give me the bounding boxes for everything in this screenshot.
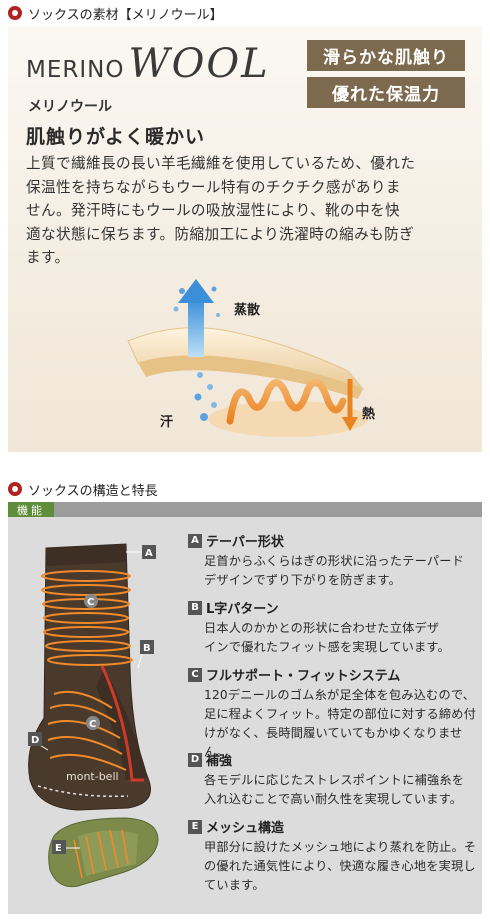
description-line: せん。発汗時にもウールの吸放湿性により、靴の中を快	[26, 202, 400, 219]
feature-title: フルサポート・フィットシステム	[206, 669, 401, 684]
feature-reinforcement: D 補強 各モデルに応じたストレスポイントに補強糸を 入れ込むことで高い耐久性を…	[188, 751, 480, 809]
feature-title: テーパー形状	[206, 535, 284, 550]
feature-letter-icon: C	[188, 667, 202, 682]
feature-l-pattern: B L字パターン 日本人のかかとの形状に合わせた立体デザ インで優れたフィット感…	[188, 599, 480, 657]
feature-description: 日本人のかかとの形状に合わせた立体デザ インで優れたフィット感を実現しています。	[204, 621, 450, 654]
feature-title: メッシュ構造	[206, 821, 285, 836]
sock-structure-panel: 機能 mont-bell	[8, 502, 482, 914]
section-title: ソックスの構造と特長	[28, 483, 158, 499]
feature-taper: A テーパー形状 足首からふくらはぎの形状に沿ったテーパード デザインでずり下が…	[188, 532, 480, 590]
feature-title: 補強	[206, 754, 233, 769]
sock-brand-text: mont-bell	[66, 770, 119, 783]
feature-title: L字パターン	[206, 602, 279, 617]
merino-wool-logo: MERINO WOOL	[26, 41, 270, 87]
sock-label-e: E	[55, 843, 62, 854]
fabric-illustration	[127, 279, 368, 437]
sock-label-c-lower: C	[89, 719, 96, 730]
feature-letter-icon: D	[188, 752, 202, 767]
catch-copy: 肌触りがよく暖かい	[26, 126, 206, 148]
material-description: 上質で繊維長の長い羊毛繊維を使用しているため、優れた 保温性を持ちながらもウール…	[26, 152, 466, 270]
sock-label-d: D	[31, 735, 39, 746]
material-name: メリノウール	[28, 99, 112, 115]
feature-description: 甲部分に設けたメッシュ地により蒸れを防止。そ の優れた通気性により、快適な履き心…	[204, 840, 477, 892]
moisture-heat-diagram: 蒸散 熱 汗	[118, 271, 378, 441]
label-sweat: 汗	[160, 415, 174, 430]
function-tag: 機能	[8, 502, 54, 517]
bullet-circle-icon	[8, 482, 22, 496]
logo-merino-text: MERINO	[26, 57, 125, 83]
feature-letter-icon: E	[188, 819, 202, 834]
sock-label-a: A	[145, 548, 153, 559]
feature-description: 足首からふくらはぎの形状に沿ったテーパード デザインでずり下がりを防ぎます。	[204, 554, 465, 587]
description-line: ます。	[26, 249, 70, 266]
feature-description: 120デニールのゴム糸が足全体を包み込むので、 足に程よくフィット。特定の部位に…	[204, 688, 477, 759]
label-evaporation: 蒸散	[234, 303, 261, 318]
feature-full-support: C フルサポート・フィットシステム 120デニールのゴム糸が足全体を包み込むので…	[188, 666, 480, 762]
function-bar	[8, 502, 482, 517]
feature-description: 各モデルに応じたストレスポイントに補強糸を 入れ込むことで高い耐久性を実現してい…	[204, 773, 465, 806]
label-heat: 熱	[362, 407, 376, 422]
description-line: 適な状態に保ちます。防縮加工により洗濯時の縮みも防ぎ	[26, 225, 415, 243]
description-line: 上質で繊維長の長い羊毛繊維を使用しているため、優れた	[26, 155, 416, 172]
feature-mesh: E メッシュ構造 甲部分に設けたメッシュ地により蒸れを防止。そ の優れた通気性に…	[188, 818, 480, 895]
bullet-circle-icon	[8, 6, 22, 20]
section-header-material: ソックスの素材【メリノウール】	[8, 3, 223, 23]
sock-label-b: B	[143, 643, 151, 654]
badge-smooth-touch: 滑らかな肌触り	[307, 40, 465, 71]
feature-letter-icon: B	[188, 600, 202, 615]
description-line: 保温性を持ちながらもウール特有のチクチク感がありま	[26, 178, 401, 196]
section-header-structure: ソックスの構造と特長	[8, 479, 158, 499]
feature-letter-icon: A	[188, 533, 202, 548]
badge-warmth: 優れた保温力	[307, 77, 465, 108]
section-title: ソックスの素材【メリノウール】	[28, 7, 223, 23]
merino-wool-panel: MERINO WOOL 滑らかな肌触り 優れた保温力 メリノウール 肌触りがよく…	[8, 26, 482, 452]
sock-label-c-upper: C	[87, 597, 94, 608]
logo-wool-text: WOOL	[128, 41, 270, 87]
sock-illustration: mont-bell A B C C D E	[28, 543, 159, 888]
